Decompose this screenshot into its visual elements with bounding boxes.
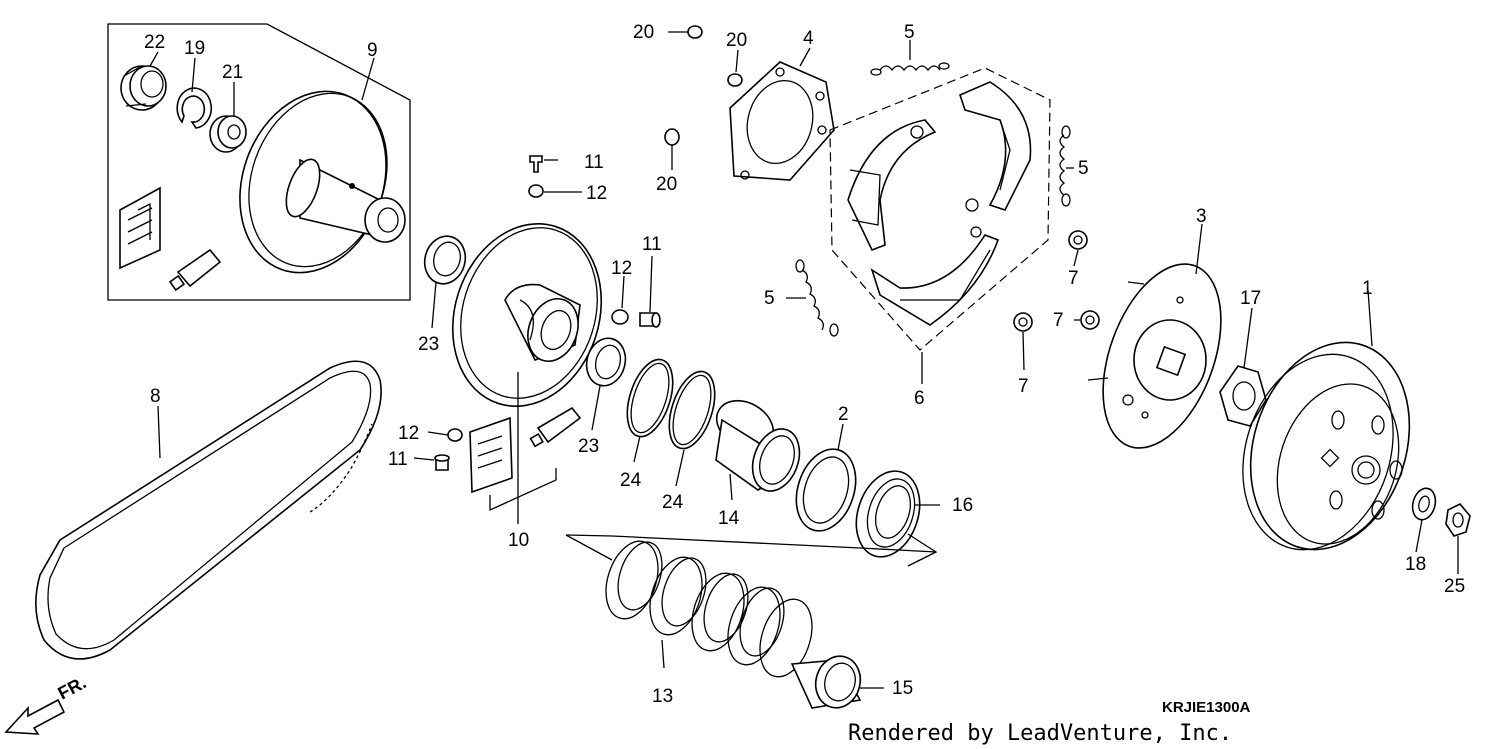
callout-7c: 7 xyxy=(1018,376,1029,397)
part-25-nut xyxy=(1445,503,1471,537)
part-6-clutch-shoe-right xyxy=(959,81,1032,212)
callout-19: 19 xyxy=(184,38,205,59)
grease-tube-icon xyxy=(168,248,222,292)
callout-5c: 5 xyxy=(764,288,775,309)
grease-label-icon-2 xyxy=(469,416,513,494)
callout-3: 3 xyxy=(1196,206,1207,227)
callout-1: 1 xyxy=(1362,278,1373,299)
callout-15: 15 xyxy=(892,678,913,699)
leader-lines xyxy=(149,31,1459,689)
callout-2: 2 xyxy=(838,404,849,425)
part-16-oil-seal xyxy=(855,470,921,558)
grease-tube-icon-2 xyxy=(529,406,582,448)
callout-14: 14 xyxy=(718,508,740,529)
part-7-nut-a xyxy=(1068,230,1088,250)
part-20-clip-a xyxy=(687,25,703,39)
part-14-seal-collar xyxy=(715,399,801,492)
part-19-circlip xyxy=(176,87,213,129)
callout-6: 6 xyxy=(914,388,925,409)
callout-8: 8 xyxy=(150,386,161,407)
callout-4: 4 xyxy=(803,28,814,49)
callout-17: 17 xyxy=(1240,288,1261,309)
callout-10: 10 xyxy=(508,530,529,551)
callout-18: 18 xyxy=(1405,554,1426,575)
callout-5a: 5 xyxy=(904,22,915,43)
part-11-pin-lower xyxy=(434,454,450,471)
callout-11a: 11 xyxy=(584,152,604,173)
part-5-spring-top xyxy=(870,62,950,76)
callout-20a: 20 xyxy=(633,22,654,43)
front-direction-label: FR. xyxy=(54,672,89,703)
part-11-pin-mid xyxy=(639,312,661,328)
callout-20b: 20 xyxy=(726,30,747,51)
callout-24b: 24 xyxy=(662,492,684,513)
callout-7a: 7 xyxy=(1068,268,1079,289)
part-15-spring-seat xyxy=(790,655,862,709)
part-2-washer xyxy=(795,448,857,532)
part-10-driven-face xyxy=(451,222,603,408)
part-13-driven-spring xyxy=(605,540,813,678)
diagram-code: KRJIE1300A xyxy=(1162,699,1251,716)
callout-21: 21 xyxy=(222,62,243,83)
part-7-nut-c xyxy=(1013,312,1033,332)
part-24-o-ring-b xyxy=(668,370,716,450)
callout-22: 22 xyxy=(144,32,165,53)
drive-face-group-box xyxy=(107,23,411,301)
part-12-collar-mid xyxy=(611,309,629,325)
part-23-oil-seal-a xyxy=(423,235,467,285)
part-5-spring-left xyxy=(795,259,839,337)
callout-23a: 23 xyxy=(418,334,439,355)
callout-25: 25 xyxy=(1444,576,1465,597)
part-6-clutch-shoe-lower xyxy=(870,226,1000,326)
part-22-needle-bearing xyxy=(120,65,167,111)
callout-7b: 7 xyxy=(1053,310,1064,331)
callout-12c: 12 xyxy=(398,423,419,444)
part-24-o-ring-a xyxy=(626,358,674,438)
clutch-shoe-group-box xyxy=(829,67,1051,351)
part-3-drive-plate xyxy=(1087,263,1222,449)
part-21-bearing xyxy=(209,115,247,153)
callout-12a: 12 xyxy=(586,183,607,204)
front-direction-indicator: FR. xyxy=(4,672,89,735)
front-arrow-icon xyxy=(4,698,66,735)
part-23-oil-seal-b xyxy=(585,337,627,387)
callout-23b: 23 xyxy=(578,436,599,457)
callout-24a: 24 xyxy=(620,470,642,491)
callout-5b: 5 xyxy=(1078,158,1089,179)
callout-11b: 11 xyxy=(642,234,662,255)
part-18-washer xyxy=(1411,487,1437,521)
part-9-drive-face xyxy=(239,90,406,274)
part-1-clutch-outer xyxy=(1242,341,1411,551)
callout-16: 16 xyxy=(952,495,973,516)
callout-12b: 12 xyxy=(611,258,632,279)
part-8-drive-belt xyxy=(35,360,382,660)
part-20-clip-b xyxy=(727,73,743,87)
callout-labels: 1 2 3 4 5 5 5 6 7 7 7 8 9 10 11 11 11 12… xyxy=(144,22,1465,707)
part-6-clutch-shoe-upper xyxy=(847,119,937,252)
part-11-pin-upper xyxy=(529,155,543,173)
part-17-lock-nut xyxy=(1219,365,1267,427)
callout-9: 9 xyxy=(367,40,378,61)
grease-label-icon xyxy=(119,186,161,270)
footer-credit: Rendered by LeadVenture, Inc. xyxy=(848,721,1232,746)
part-4-clutch-plate xyxy=(729,61,835,181)
part-5-spring-right xyxy=(1059,125,1071,207)
callout-13: 13 xyxy=(652,686,673,707)
part-12-collar-lower xyxy=(447,428,463,442)
part-7-nut-b xyxy=(1080,310,1100,330)
part-12-collar-upper xyxy=(528,184,544,198)
callout-20c: 20 xyxy=(656,174,677,195)
part-20-clip-c xyxy=(664,128,680,146)
callout-11c: 11 xyxy=(388,449,408,470)
